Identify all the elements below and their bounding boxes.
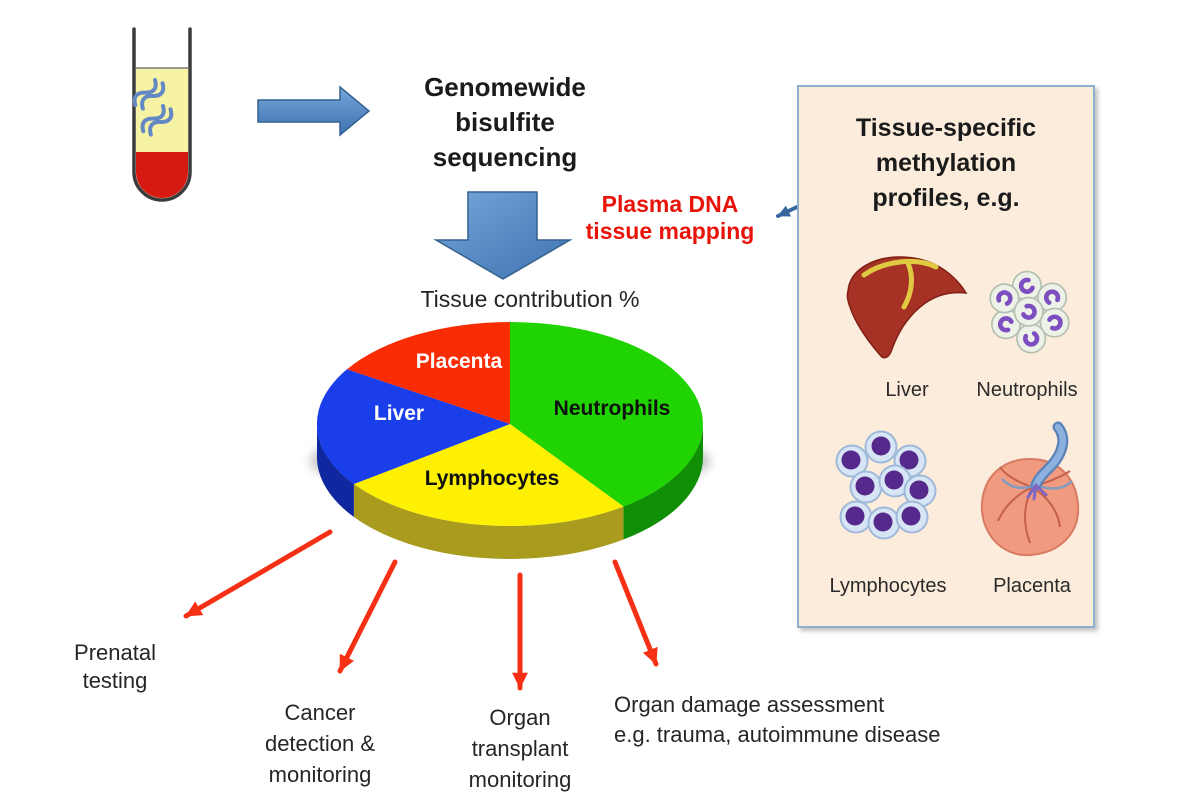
pie-slice-label-neutrophils: Neutrophils — [553, 397, 671, 420]
pie-chart — [316, 322, 703, 559]
flow-arrow-right-icon — [257, 85, 371, 137]
tissue-label-liver: Liver — [885, 379, 929, 401]
pie-slice-liver — [316, 369, 510, 484]
pie-side-lymphocytes — [353, 484, 624, 559]
pie-side-neutrophils — [623, 424, 703, 540]
flow-arrow-down-icon — [433, 191, 573, 280]
outcome-arrow-cancer — [337, 559, 398, 674]
outcome-label-prenatal-testing: Prenatal testing — [74, 640, 156, 693]
outcome-label-organ-transplant: Organ transplant monitoring — [468, 705, 572, 792]
step1-label: Genomewide bisulfite sequencing — [424, 72, 586, 172]
tissue-label-lymphocytes: Lymphocytes — [829, 575, 947, 597]
step2-label: Plasma DNA tissue mapping — [585, 191, 755, 244]
pie-slice-neutrophils — [510, 322, 703, 507]
pie-side-liver — [316, 424, 354, 517]
test-tube-icon — [132, 27, 192, 202]
outcome-arrow-organ-damage — [612, 559, 659, 667]
pie-slice-placenta — [347, 322, 510, 424]
tissue-label-neutrophils: Neutrophils — [976, 379, 1078, 401]
tissue-label-placenta: Placenta — [993, 575, 1071, 597]
pie-slice-label-placenta: Placenta — [415, 350, 503, 373]
blood-layer — [136, 152, 188, 198]
pie-slice-label-liver: Liver — [373, 402, 425, 425]
test-tube-outline — [132, 27, 192, 202]
pie-slice-label-lymphocytes: Lymphocytes — [424, 467, 560, 490]
methylation-profiles-panel: Tissue-specific methylation profiles, e.… — [797, 85, 1095, 628]
neutrophils-illustration — [989, 270, 1070, 354]
liver-illustration — [846, 256, 968, 359]
outcome-label-cancer-detection: Cancer detection & monitoring — [264, 700, 376, 787]
outcome-arrow-prenatal — [183, 529, 333, 619]
dna-strand-icon — [140, 104, 174, 137]
outcome-label-organ-damage: Organ damage assessment e.g. trauma, aut… — [614, 692, 941, 747]
outcome-arrows — [183, 529, 659, 691]
dna-strand-icon — [132, 78, 166, 111]
pie-slice-lymphocytes — [353, 424, 624, 526]
pie-chart-title: Tissue contribution % — [420, 286, 640, 312]
lymphocytes-illustration — [835, 430, 937, 540]
placenta-illustration — [980, 421, 1080, 557]
panel-title: Tissue-specific methylation profiles, e.… — [855, 114, 1037, 212]
